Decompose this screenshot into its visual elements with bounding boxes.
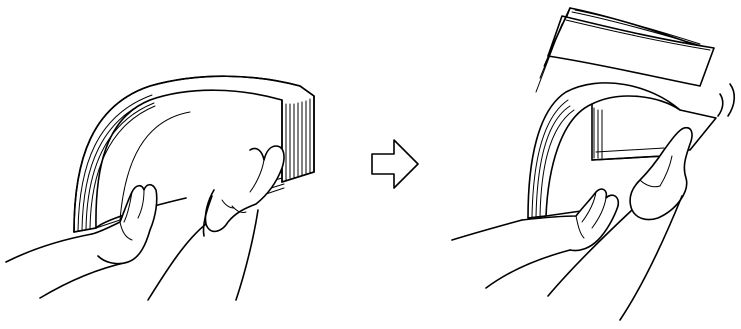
right-arm-fan-outline <box>547 209 633 297</box>
right-arm-inner-outline <box>235 209 259 301</box>
curved-paper-stack-fanned <box>527 82 717 219</box>
fan-stack-illustration <box>451 7 736 321</box>
left-arm-lower-outline <box>39 261 129 299</box>
left-hand-fan <box>521 188 620 252</box>
right-hand <box>204 145 285 233</box>
right-outline-arrow-icon <box>371 139 419 189</box>
left-arm-fan-outline <box>451 219 523 241</box>
left-arm-fan-lower-outline <box>485 249 571 289</box>
fanned-paper-pages <box>535 7 715 93</box>
right-arm-outline <box>147 223 207 301</box>
left-arm-outline <box>5 233 93 263</box>
motion-lines-icon <box>717 83 736 117</box>
bend-stack-illustration <box>5 75 315 301</box>
right-arm-fan-inner-outline <box>619 195 683 321</box>
left-hand <box>91 183 158 265</box>
